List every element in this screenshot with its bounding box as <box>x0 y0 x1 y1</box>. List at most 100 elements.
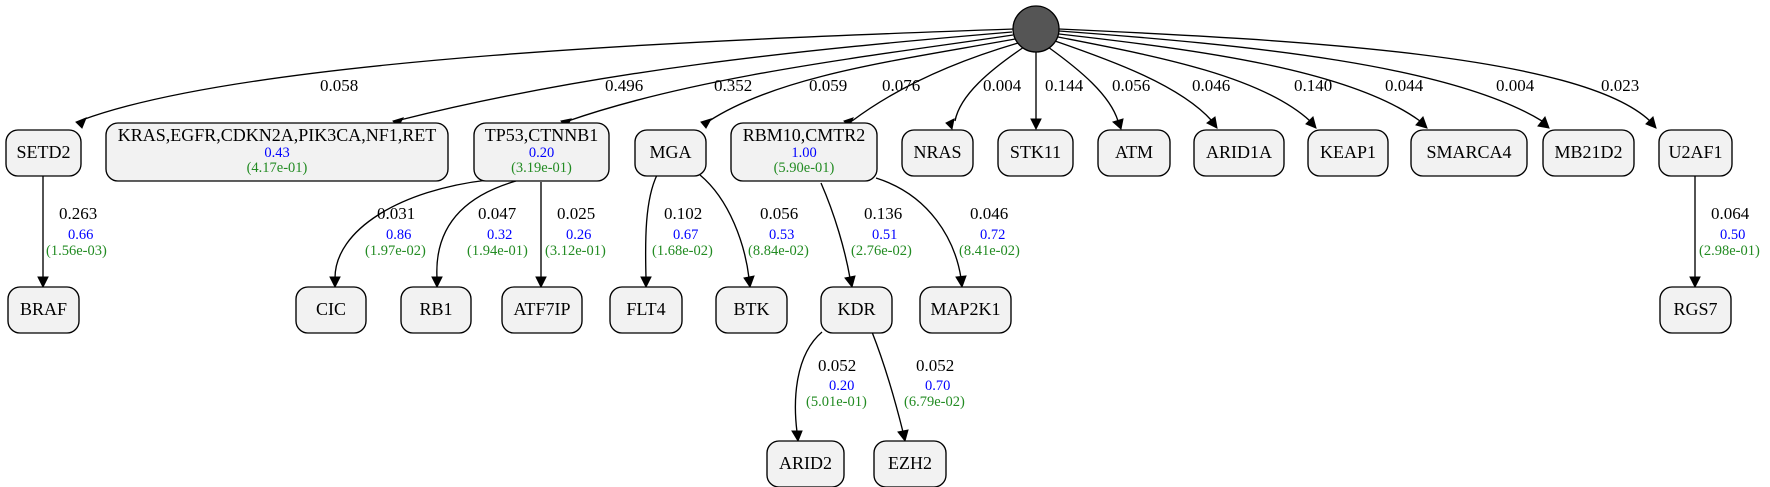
arrowhead <box>844 275 856 289</box>
node-group1: KRAS,EGFR,CDKN2A,PIK3CA,NF1,RET 0.43 (4.… <box>105 122 449 182</box>
edge-score: 0.66 <box>68 227 93 243</box>
node-label: ARID1A <box>1206 142 1272 162</box>
node-label: ATF7IP <box>513 299 570 319</box>
edge-pvalue: (8.41e-02) <box>959 243 1020 259</box>
node-label: STK11 <box>1010 142 1061 162</box>
edge-weight: 0.047 <box>478 204 517 223</box>
edge-rbm10-kdr <box>820 182 851 279</box>
node-label: TP53,CTNNB1 <box>485 125 599 145</box>
node-rgs7: RGS7 <box>1659 286 1732 334</box>
edge-score: 0.70 <box>925 378 950 394</box>
root-edges: 0.058 0.496 0.352 0.059 0.076 0.004 0.14… <box>75 28 1657 131</box>
node-score: 0.20 <box>529 145 554 161</box>
edge-pvalue: (3.12e-01) <box>545 243 606 259</box>
node-ezh2: EZH2 <box>873 440 947 487</box>
edge-weight: 0.058 <box>320 76 358 95</box>
node-nras: NRAS <box>901 129 974 177</box>
node-arid1a: ARID1A <box>1193 129 1285 177</box>
edge-score: 0.32 <box>487 227 512 243</box>
node-keap1: KEAP1 <box>1307 129 1389 177</box>
node-label: BTK <box>734 299 770 319</box>
arrowhead <box>37 276 49 289</box>
edge-weight: 0.023 <box>1601 76 1639 95</box>
edge-score: 0.72 <box>980 227 1005 243</box>
node-tp53: TP53,CTNNB1 0.20 (3.19e-01) <box>473 122 610 182</box>
edge-pvalue: (6.79e-02) <box>904 394 965 410</box>
arrowhead <box>1415 116 1428 129</box>
node-label: MAP2K1 <box>930 299 1000 319</box>
node-label: MGA <box>649 142 691 162</box>
arrowhead <box>1689 276 1701 289</box>
node-arid2: ARID2 <box>766 440 845 487</box>
edge-mga-btk <box>699 174 750 279</box>
edge-weight: 0.136 <box>864 204 902 223</box>
edge-pvalue: (1.97e-02) <box>365 243 426 259</box>
edge-mga-flt4 <box>644 174 658 279</box>
node-label: KRAS,EGFR,CDKN2A,PIK3CA,NF1,RET <box>118 125 437 145</box>
edge-weight: 0.004 <box>983 76 1022 95</box>
node-label: NRAS <box>913 142 961 162</box>
arrowhead <box>1645 116 1657 129</box>
edge-weight: 0.263 <box>59 204 97 223</box>
edge-root-atm <box>1047 46 1119 122</box>
edge-root-arid1a <box>1054 40 1213 122</box>
edge-weight: 0.025 <box>557 204 595 223</box>
edge-weight: 0.031 <box>377 204 415 223</box>
node-btk: BTK <box>715 286 788 334</box>
node-label: EZH2 <box>888 453 932 473</box>
node-braf: BRAF <box>7 286 80 334</box>
edge-root-u2af1 <box>1058 28 1651 122</box>
edge-root-keap1 <box>1057 36 1311 122</box>
edge-tp53-rb1 <box>436 180 517 279</box>
edge-score: 0.53 <box>769 227 794 243</box>
node-stk11: STK11 <box>997 129 1074 177</box>
edge-root-mb21d2 <box>1058 30 1543 122</box>
edge-root-group1 <box>399 31 1013 121</box>
node-smarca4: SMARCA4 <box>1410 129 1528 177</box>
arrowhead <box>1537 115 1550 129</box>
edge-weight: 0.056 <box>1112 76 1150 95</box>
node-label: FLT4 <box>626 299 665 319</box>
edge-score: 0.20 <box>829 378 854 394</box>
edge-root-nras <box>954 46 1025 122</box>
edge-pvalue: (1.56e-03) <box>46 243 107 259</box>
node-rbm10: RBM10,CMTR2 1.00 (5.90e-01) <box>730 122 878 182</box>
edge-weight: 0.044 <box>1385 76 1424 95</box>
edge-root-rbm10 <box>851 42 1019 122</box>
node-pvalue: (5.90e-01) <box>774 160 835 176</box>
edge-weight: 0.004 <box>1496 76 1535 95</box>
edge-weight: 0.056 <box>760 204 798 223</box>
child-edges: 0.263 0.66 (1.56e-03) 0.031 0.86 (1.97e-… <box>37 174 1760 443</box>
edge-weight: 0.059 <box>809 76 847 95</box>
edge-weight: 0.052 <box>916 356 954 375</box>
node-label: RBM10,CMTR2 <box>743 125 866 145</box>
level1-nodes: SETD2 KRAS,EGFR,CDKN2A,PIK3CA,NF1,RET 0.… <box>5 122 1733 182</box>
arrowhead <box>75 117 87 129</box>
edge-weight: 0.352 <box>714 76 752 95</box>
node-label: ARID2 <box>779 453 832 473</box>
edge-root-mga <box>708 38 1016 122</box>
edge-root-smarca4 <box>1058 33 1421 122</box>
node-label: BRAF <box>20 299 67 319</box>
edge-score: 0.26 <box>566 227 591 243</box>
edge-pvalue: (1.68e-02) <box>652 243 713 259</box>
edge-pvalue: (2.76e-02) <box>851 243 912 259</box>
arrowhead <box>1206 116 1218 129</box>
level3-nodes: ARID2 EZH2 <box>766 440 947 487</box>
arrowhead <box>329 276 341 289</box>
edge-weight: 0.046 <box>970 204 1008 223</box>
edge-root-tp53 <box>567 34 1014 122</box>
node-label: RGS7 <box>1673 299 1717 319</box>
arrowhead <box>1030 118 1042 131</box>
edge-weight: 0.496 <box>605 76 643 95</box>
level2-nodes: BRAF CIC RB1 ATF7IP FLT4 BTK KDR <box>7 286 1732 334</box>
node-map2k1: MAP2K1 <box>919 286 1012 334</box>
node-score: 1.00 <box>791 145 816 161</box>
edge-weight: 0.052 <box>818 356 856 375</box>
arrowhead <box>640 276 652 289</box>
arrowhead <box>955 275 967 289</box>
node-label: RB1 <box>419 299 452 319</box>
node-label: CIC <box>316 299 346 319</box>
root-node <box>1012 5 1060 53</box>
